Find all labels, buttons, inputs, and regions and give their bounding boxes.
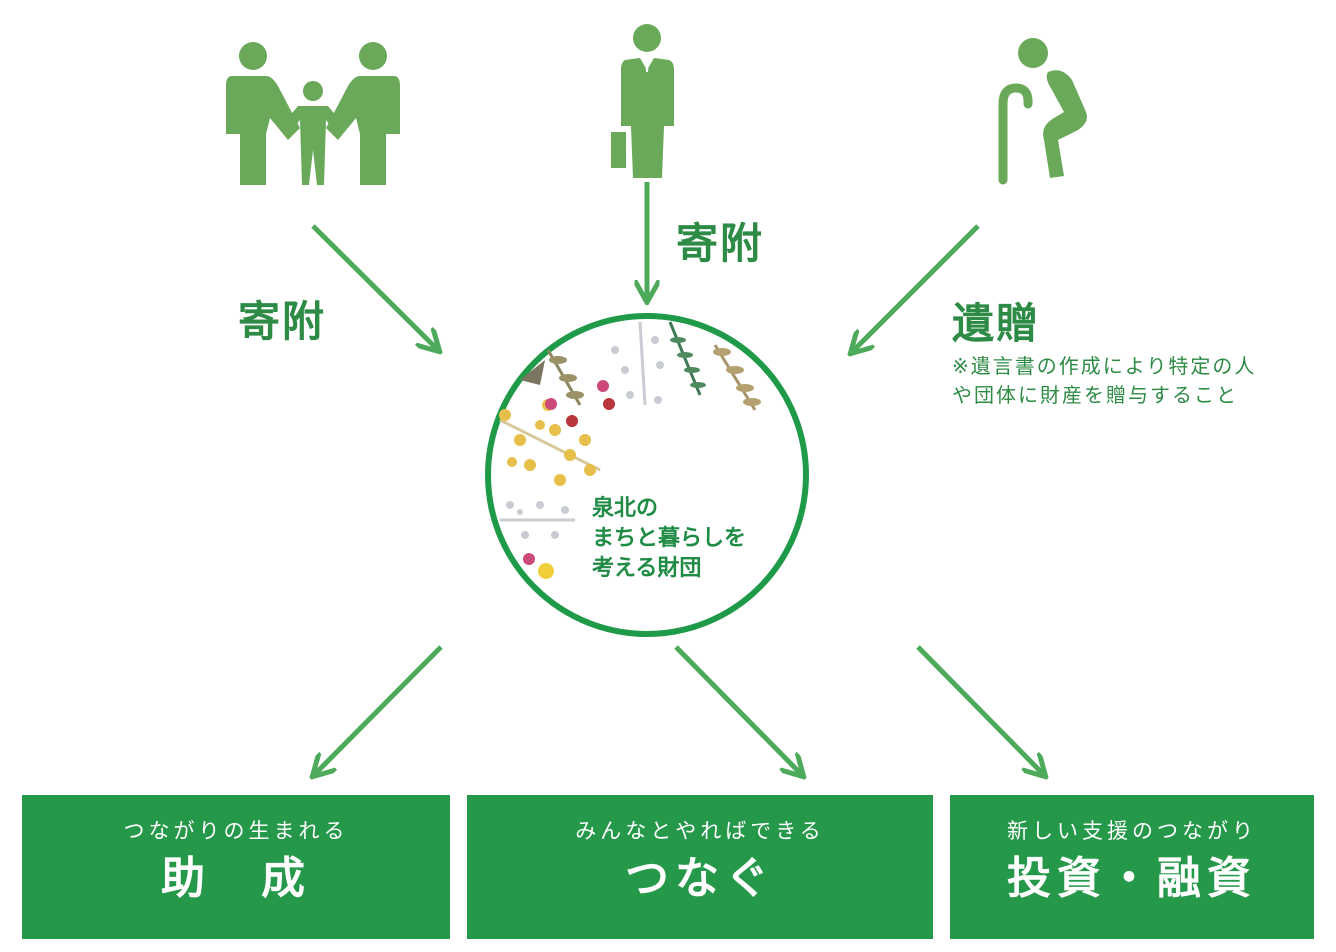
arrow-elderly-to-foundation bbox=[852, 224, 980, 352]
bequest-note-line-1: ※遺言書の作成により特定の人 bbox=[952, 354, 1257, 378]
foundation-name: 泉北の まちと暮らしを 考える財団 bbox=[592, 494, 746, 584]
donation-label-family: 寄附 bbox=[238, 297, 327, 346]
program-title: つなぐ bbox=[625, 853, 775, 904]
botanical-decoration-icon bbox=[499, 321, 761, 579]
bequest-note-line-2: や団体に財産を贈与すること bbox=[952, 383, 1238, 407]
arrow-foundation-to-connect bbox=[674, 645, 802, 775]
program-subtitle: つながりの生まれる bbox=[123, 819, 349, 843]
program-subtitle: みんなとやればできる bbox=[575, 819, 825, 843]
foundation-name-line-1: 泉北の bbox=[592, 496, 659, 521]
family-icon bbox=[226, 42, 400, 185]
program-connect[interactable]: みんなとやればできる つなぐ bbox=[467, 795, 933, 939]
program-title: 投資・融資 bbox=[1007, 853, 1257, 904]
arrow-foundation-to-investment bbox=[916, 645, 1044, 775]
bequest-label: 遺贈 bbox=[952, 299, 1041, 348]
bequest-note: ※遺言書の作成により特定の人 や団体に財産を贈与すること bbox=[952, 352, 1312, 410]
foundation-name-line-3: 考える財団 bbox=[592, 556, 702, 581]
program-title: 助 成 bbox=[161, 853, 311, 904]
arrow-foundation-to-grants bbox=[314, 645, 443, 775]
businessman-icon bbox=[611, 24, 674, 178]
program-investment[interactable]: 新しい支援のつながり 投資・融資 bbox=[950, 795, 1314, 939]
foundation-emblem bbox=[485, 313, 809, 637]
arrow-family-to-foundation bbox=[311, 224, 438, 350]
elderly-with-cane-icon bbox=[998, 38, 1087, 185]
donation-label-businessman: 寄附 bbox=[676, 219, 765, 268]
foundation-name-line-2: まちと暮らしを bbox=[592, 526, 747, 551]
program-grants[interactable]: つながりの生まれる 助 成 bbox=[22, 795, 450, 939]
program-subtitle: 新しい支援のつながり bbox=[1007, 819, 1257, 843]
